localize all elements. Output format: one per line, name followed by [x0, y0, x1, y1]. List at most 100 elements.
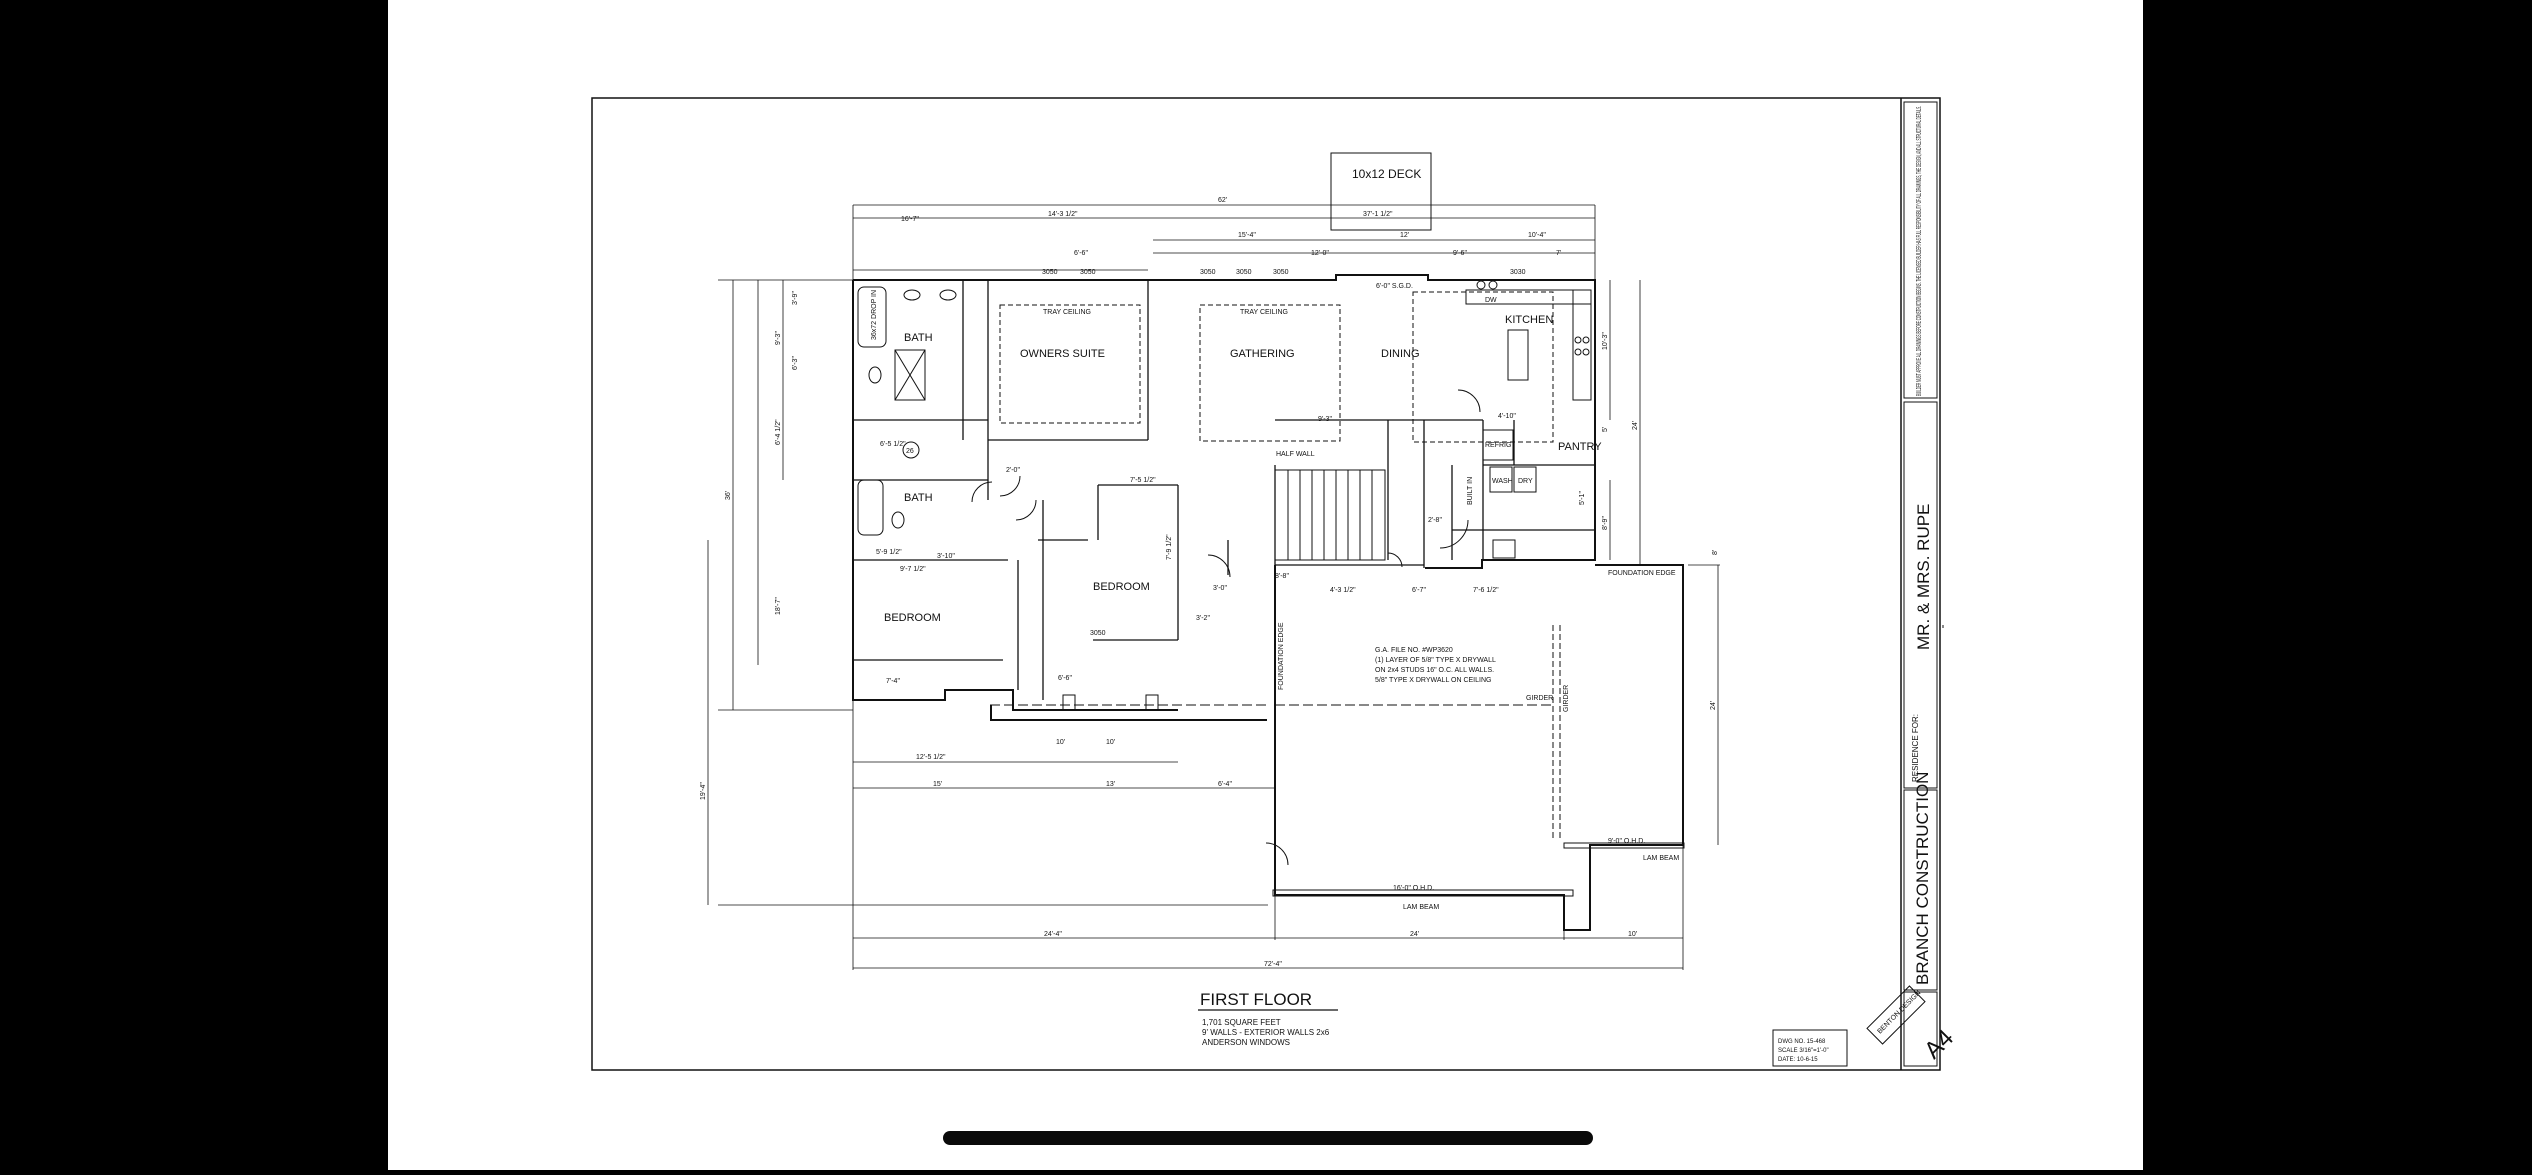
dim-5-1: 5'-1"	[1579, 491, 1586, 505]
dim-24-4: 24'-4"	[1044, 931, 1062, 938]
dim-15: 15'	[933, 781, 942, 788]
dim-12a: 12'	[1400, 232, 1409, 239]
dim-24a: 24'	[1632, 421, 1639, 430]
room-bedroom-1: BEDROOM	[884, 612, 941, 624]
dim-12-5: 12'-5 1/2"	[916, 754, 946, 761]
label-lam-beam-1: LAM BEAM	[1403, 904, 1439, 911]
garage-note-1: G.A. FILE NO. #WP3620	[1375, 647, 1453, 654]
blueprint-page[interactable]: BUILDER MUST APPROVE ALL DRAWINGS BEFORE…	[388, 0, 2143, 1170]
dim-2-0: 2'-0"	[1006, 467, 1020, 474]
garage-note-2: (1) LAYER OF 5/8" TYPE X DRYWALL	[1375, 657, 1496, 664]
dim-7-4: 7'-4"	[886, 678, 900, 685]
dim-24b: 24'	[1710, 701, 1717, 710]
dim-10-4: 10'-4"	[1528, 232, 1546, 239]
dim-6-4b: 6'-4"	[1218, 781, 1232, 788]
sheet-number: A4	[1919, 1024, 1959, 1064]
room-kitchen: KITCHEN	[1505, 314, 1553, 326]
residence-label: RESIDENCE FOR:	[1911, 714, 1920, 782]
dim-26: 26	[906, 448, 914, 455]
home-indicator[interactable]	[943, 1131, 1593, 1145]
title-block-sheet-box	[1903, 991, 1938, 1067]
dim-8-9: 8'-9"	[1602, 516, 1609, 530]
door-swings	[971, 389, 1481, 866]
dim-8-8: 8'-8"	[1275, 573, 1289, 580]
dim-3-10: 3'-10"	[937, 553, 955, 560]
label-wash: WASH	[1492, 478, 1513, 485]
room-pantry: PANTRY	[1558, 441, 1602, 453]
dim-37-1: 37'-1 1/2"	[1363, 211, 1393, 218]
garage-note-4: 5/8" TYPE X DRYWALL ON CEILING	[1375, 677, 1491, 684]
exterior-walls	[852, 274, 1684, 931]
dim-window-3050-a: 3050	[1042, 269, 1058, 276]
title-block-company-box	[1903, 789, 1938, 991]
dim-6-6b: 6'-6"	[1058, 675, 1072, 682]
label-girder-2: GIRDER	[1563, 685, 1570, 712]
label-dw: DW	[1485, 297, 1497, 304]
label-foundation-edge-1: FOUNDATION EDGE	[1608, 570, 1676, 577]
label-dry: DRY	[1518, 478, 1533, 485]
dim-9-3b: 9'-3"	[1318, 416, 1332, 423]
plan-title: FIRST FLOOR	[1200, 990, 1312, 1009]
label-tray-ceiling-2: TRAY CEILING	[1240, 309, 1288, 316]
bath-fixtures	[857, 286, 957, 536]
plan-note-2: 9' WALLS - EXTERIOR WALLS 2x6	[1202, 1028, 1330, 1037]
label-drop-in: 36x72 DROP IN	[871, 290, 878, 340]
garage-note-3: ON 2x4 STUDS 16" O.C. ALL WALLS.	[1375, 667, 1494, 674]
dim-14-3: 14'-3 1/2"	[1048, 211, 1078, 218]
stairs	[1274, 469, 1386, 561]
dim-9-6: 9'-6"	[1453, 250, 1467, 257]
dim-6-3: 6'-3"	[792, 356, 799, 370]
dwg-scale: SCALE 3/16"=1'-0"	[1778, 1048, 1829, 1054]
label-tray-ceiling-1: TRAY CEILING	[1043, 309, 1091, 316]
room-dining: DINING	[1381, 348, 1420, 360]
garage-lines	[990, 625, 1685, 897]
dim-10c: 10'	[1628, 931, 1637, 938]
sheet-border	[591, 97, 1941, 1071]
client-name: MR. & MRS. RUPE	[1914, 504, 1933, 650]
dim-4-10: 4'-10"	[1498, 413, 1516, 420]
room-bedroom-2: BEDROOM	[1093, 581, 1150, 593]
plan-note-1: 1,701 SQUARE FEET	[1202, 1018, 1281, 1027]
dim-window-3050-b: 3050	[1080, 269, 1096, 276]
dim-7-5: 7'-5 1/2"	[1130, 477, 1156, 484]
dimension-labels: 62' 16'-7" 14'-3 1/2" 37'-1 1/2" 15'-4" …	[700, 197, 1719, 968]
kitchen-counters	[1465, 280, 1592, 559]
room-owners-suite: OWNERS SUITE	[1020, 348, 1105, 360]
title-block-client-box	[1903, 401, 1938, 789]
dim-window-3050-e: 3050	[1273, 269, 1289, 276]
dim-6-7: 6'-7"	[1412, 587, 1426, 594]
room-bath-1: BATH	[904, 332, 933, 344]
dwg-number: DWG NO. 15-468	[1778, 1039, 1826, 1045]
room-gathering: GATHERING	[1230, 348, 1295, 360]
dim-18-7: 18'-7"	[775, 597, 782, 615]
deck-outline	[1330, 152, 1432, 231]
dim-36: 36'	[725, 491, 732, 500]
tray-ceiling-outlines	[999, 291, 1944, 628]
floor-plan-drawing: BUILDER MUST APPROVE ALL DRAWINGS BEFORE…	[591, 97, 1959, 1071]
deck-label: 10x12 DECK	[1352, 167, 1421, 181]
dim-5-9: 5'-9 1/2"	[876, 549, 902, 556]
dim-5a: 5'	[1602, 427, 1609, 432]
dimension-lines	[707, 204, 1720, 970]
dim-window-3030: 3030	[1510, 269, 1526, 276]
dim-7-6: 7'-6 1/2"	[1473, 587, 1499, 594]
dim-6-6: 6'-6"	[1074, 250, 1088, 257]
title-block-notes-box	[1903, 101, 1938, 399]
dim-3-2: 3'-2"	[1196, 615, 1210, 622]
dim-6-4: 6'-4 1/2"	[775, 419, 782, 445]
dim-7-9: 7'-9 1/2"	[1166, 534, 1173, 560]
label-ohd-1: 16'-0" O.H.D.	[1393, 885, 1434, 892]
dim-2-8: 2'-8"	[1428, 517, 1442, 524]
label-built-in: BUILT IN	[1467, 477, 1474, 505]
dim-16-7: 16'-7"	[901, 216, 919, 223]
company-name: BRANCH CONSTRUCTION	[1913, 772, 1932, 985]
label-foundation-edge-2: FOUNDATION EDGE	[1278, 622, 1285, 690]
interior-walls	[853, 280, 1595, 700]
dim-12-0: 12'-0"	[1311, 250, 1329, 257]
dim-62: 62'	[1218, 197, 1227, 204]
dim-10a: 10'	[1056, 739, 1065, 746]
dim-8: 8'	[1712, 550, 1719, 555]
dim-3-0: 3'-0"	[1213, 585, 1227, 592]
dim-10-3: 10'-3"	[1602, 332, 1609, 350]
